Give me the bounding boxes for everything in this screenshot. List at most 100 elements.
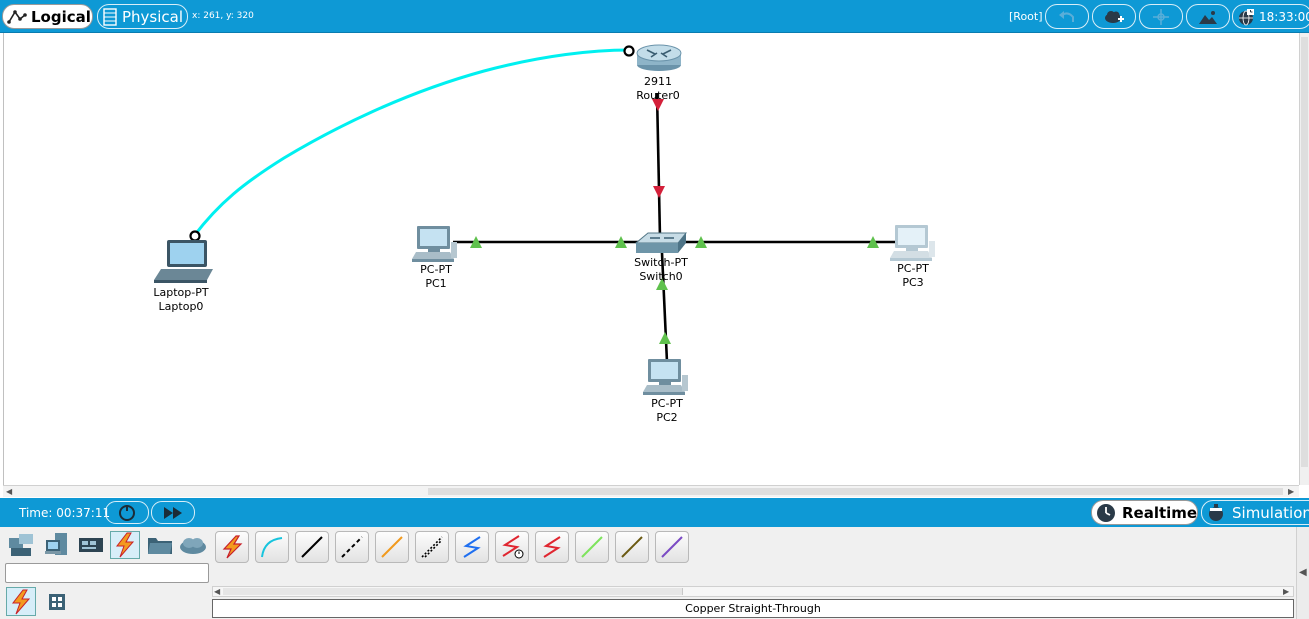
tab-physical[interactable]: Physical bbox=[97, 4, 188, 29]
fast-forward-time-button[interactable] bbox=[151, 501, 195, 524]
usb-cable-icon bbox=[659, 534, 685, 560]
new-cluster-button[interactable] bbox=[1092, 4, 1136, 29]
selected-device-description: Copper Straight-Through bbox=[212, 599, 1294, 618]
fast-forward-icon bbox=[163, 506, 183, 520]
simulation-time: Time: 00:37:11 bbox=[19, 506, 111, 520]
cable-phone-button[interactable] bbox=[415, 531, 449, 563]
category-end-devices[interactable] bbox=[42, 531, 72, 559]
device-type-panel: ◀ ▶ Copper Straight-Through ◀ bbox=[0, 527, 1309, 619]
cable-octal-button[interactable] bbox=[575, 531, 609, 563]
cursor-coordinates: x: 261, y: 320 bbox=[192, 11, 254, 21]
wireless-link bbox=[192, 48, 630, 237]
cable-scroll-right-icon[interactable]: ▶ bbox=[1283, 587, 1290, 596]
simulation-stopwatch-icon bbox=[1206, 503, 1226, 523]
power-cycle-devices-button[interactable] bbox=[105, 501, 149, 524]
cable-scroll-thumb[interactable] bbox=[223, 588, 683, 595]
link-up-indicator bbox=[470, 236, 482, 248]
viewport-clock-button[interactable]: 18:33:00 bbox=[1232, 4, 1309, 29]
lightning-connection-icon bbox=[113, 532, 137, 558]
link-up-indicator bbox=[615, 236, 627, 248]
power-cycle-icon bbox=[118, 504, 136, 522]
wireless-endpoint-laptop bbox=[189, 230, 201, 242]
move-object-button[interactable] bbox=[1139, 4, 1183, 29]
cable-list-scrollbar[interactable]: ◀ ▶ bbox=[212, 586, 1294, 597]
logical-workspace[interactable]: 2911 Router0 Switch-PT Switch0 Laptop-PT… bbox=[3, 33, 1299, 485]
back-button[interactable] bbox=[1045, 4, 1089, 29]
category-miscellaneous[interactable] bbox=[145, 531, 175, 559]
pc1-icon[interactable] bbox=[412, 226, 457, 262]
globe-clock-icon bbox=[1237, 8, 1255, 26]
cable-console-button[interactable] bbox=[255, 531, 289, 563]
fiber-cable-icon bbox=[379, 534, 405, 560]
pc2-name: PC2 bbox=[656, 411, 678, 424]
console-cable-icon bbox=[259, 534, 285, 560]
undo-arrow-icon bbox=[1058, 10, 1076, 24]
image-landscape-icon bbox=[1198, 9, 1218, 25]
scroll-right-arrow-icon[interactable]: ▶ bbox=[1288, 487, 1295, 496]
panel-collapse-strip[interactable]: ◀ bbox=[1296, 527, 1309, 619]
phone-cable-icon bbox=[419, 534, 445, 560]
iot-custom-cable-icon bbox=[619, 534, 645, 560]
simulation-mode-tab[interactable]: Simulation bbox=[1201, 500, 1309, 525]
network-devices-icon bbox=[7, 532, 35, 558]
cable-usb-button[interactable] bbox=[655, 531, 689, 563]
cloud-icon bbox=[178, 534, 208, 556]
link-down-indicator bbox=[653, 186, 665, 198]
cable-copper-straight-button[interactable] bbox=[295, 531, 329, 563]
category-network-devices[interactable] bbox=[6, 531, 36, 559]
cable-fiber-button[interactable] bbox=[375, 531, 409, 563]
workspace-horizontal-scrollbar[interactable]: ◀ ▶ bbox=[3, 485, 1299, 497]
vertical-scroll-thumb[interactable] bbox=[1301, 37, 1308, 467]
cable-serial-dce-button[interactable] bbox=[495, 531, 529, 563]
switch-name: Switch0 bbox=[639, 270, 683, 283]
router-label: 2911 Router0 bbox=[613, 75, 703, 103]
realtime-mode-tab[interactable]: Realtime bbox=[1091, 500, 1198, 525]
set-background-button[interactable] bbox=[1186, 4, 1230, 29]
cable-copper-crossover-button[interactable] bbox=[335, 531, 369, 563]
category-components[interactable] bbox=[76, 531, 106, 559]
move-arrows-icon bbox=[1152, 8, 1170, 26]
cable-serial-dte-button[interactable] bbox=[535, 531, 569, 563]
pc1-label: PC-PT PC1 bbox=[391, 263, 481, 291]
tab-logical[interactable]: Logical bbox=[2, 4, 93, 29]
clock-time: 18:33:00 bbox=[1259, 9, 1309, 24]
subcategory-structured-cabling[interactable] bbox=[42, 587, 72, 616]
scroll-left-arrow-icon[interactable]: ◀ bbox=[6, 487, 13, 496]
collapse-arrow-icon[interactable]: ◀ bbox=[1299, 567, 1307, 578]
serial-dce-icon bbox=[499, 534, 525, 560]
cable-automatic-button[interactable] bbox=[215, 531, 249, 563]
category-connections[interactable] bbox=[110, 531, 140, 559]
cable-iot-custom-button[interactable] bbox=[615, 531, 649, 563]
grid-panel-icon bbox=[48, 593, 66, 611]
cable-coaxial-button[interactable] bbox=[455, 531, 489, 563]
link-router-switch bbox=[655, 92, 662, 239]
wireless-endpoint-router bbox=[623, 45, 635, 57]
router-icon[interactable] bbox=[636, 44, 682, 71]
coaxial-cable-icon bbox=[459, 534, 485, 560]
pc2-label: PC-PT PC2 bbox=[622, 397, 712, 425]
logical-topology-icon bbox=[7, 9, 27, 25]
laptop-model: Laptop-PT bbox=[153, 286, 209, 299]
laptop-icon[interactable] bbox=[154, 240, 213, 283]
link-up-indicator bbox=[695, 236, 707, 248]
switch-model: Switch-PT bbox=[634, 256, 688, 269]
topology-canvas bbox=[154, 44, 935, 395]
horizontal-scroll-thumb[interactable] bbox=[428, 488, 1283, 495]
category-multiuser[interactable] bbox=[178, 531, 208, 559]
root-path-label: [Root] bbox=[1009, 10, 1043, 23]
subcategory-connections[interactable] bbox=[6, 587, 36, 616]
switch-label: Switch-PT Switch0 bbox=[616, 256, 706, 284]
pc3-icon[interactable] bbox=[890, 225, 935, 261]
link-up-indicator bbox=[656, 278, 668, 290]
device-search-input[interactable] bbox=[5, 563, 209, 583]
workspace-vertical-scrollbar[interactable] bbox=[1299, 33, 1309, 485]
copper-cross-over-icon bbox=[339, 534, 365, 560]
tab-logical-label: Logical bbox=[31, 7, 91, 26]
octal-cable-icon bbox=[579, 534, 605, 560]
cable-scroll-left-icon[interactable]: ◀ bbox=[214, 587, 221, 596]
folder-icon bbox=[146, 533, 174, 557]
pc3-name: PC3 bbox=[902, 276, 924, 289]
pc2-icon[interactable] bbox=[643, 359, 688, 395]
switch-icon[interactable] bbox=[634, 232, 688, 253]
pc1-model: PC-PT bbox=[420, 263, 452, 276]
